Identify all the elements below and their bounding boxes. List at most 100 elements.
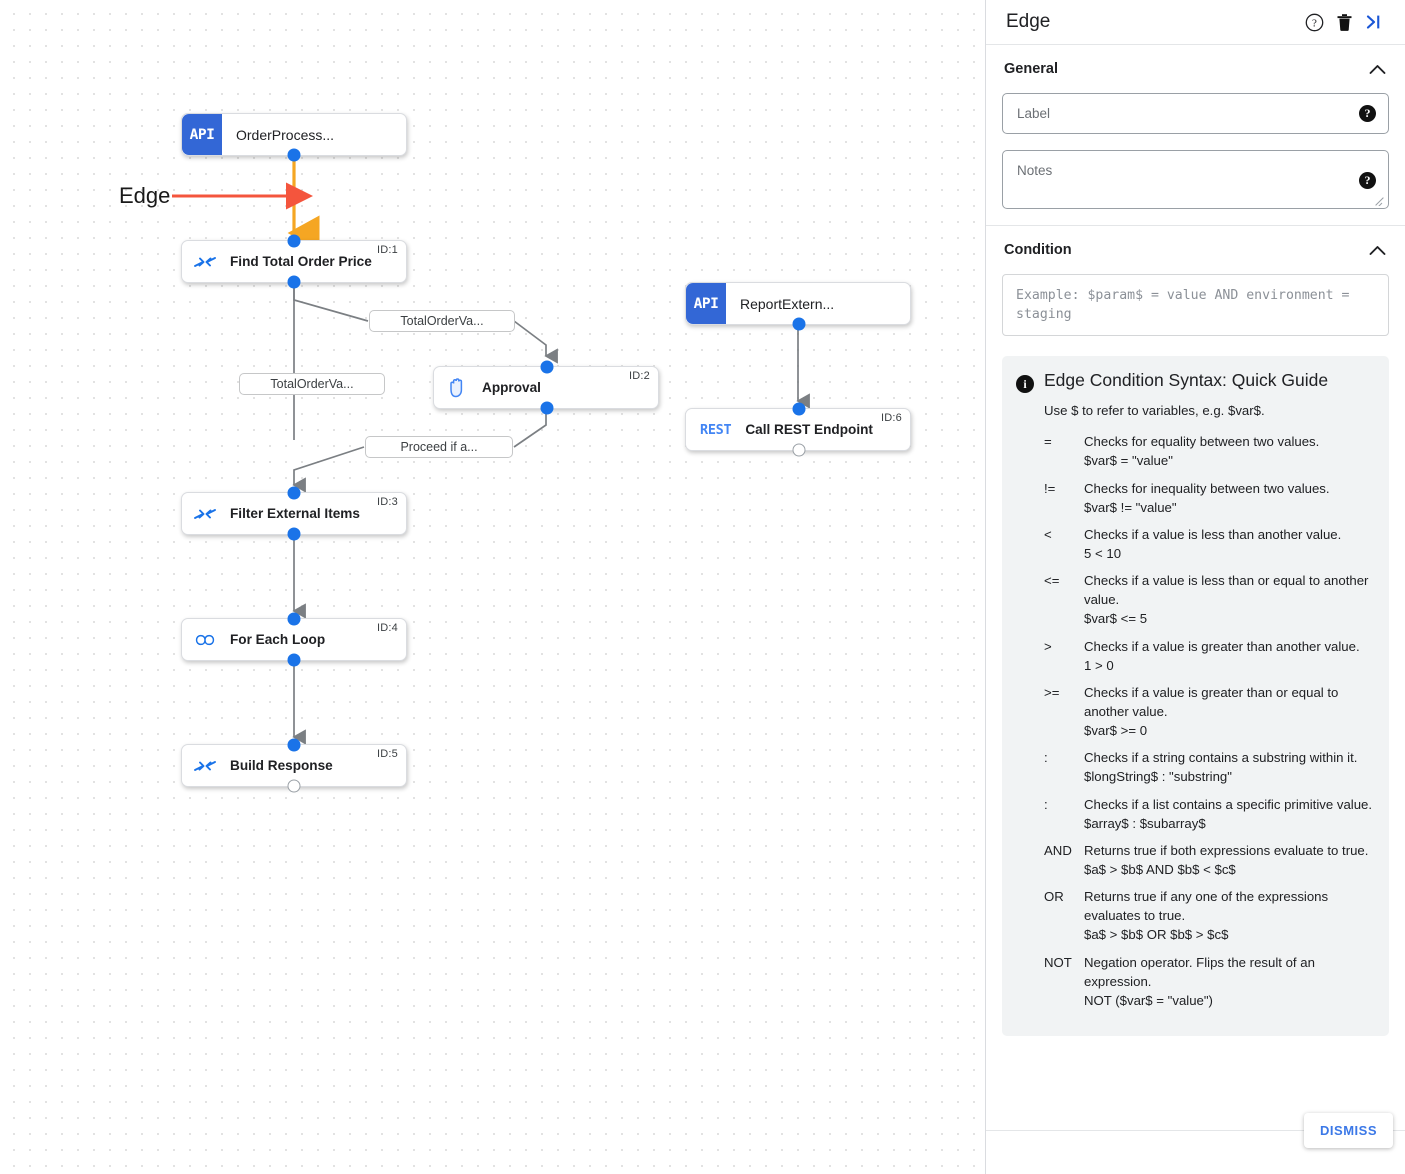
node-port-top[interactable]	[287, 486, 301, 500]
node-title: ReportExtern...	[740, 295, 835, 312]
node-port-bottom[interactable]	[287, 275, 301, 289]
node-port-bottom[interactable]	[287, 148, 301, 162]
merge-arrows-icon	[182, 254, 216, 270]
collapse-panel-icon[interactable]	[1359, 7, 1389, 37]
operator-description-text: Returns true if both expressions evaluat…	[1084, 842, 1369, 858]
section-general-header[interactable]: General	[1002, 45, 1389, 93]
operator-symbol: >	[1044, 638, 1052, 654]
operator-description: Checks if a value is greater than anothe…	[1084, 637, 1373, 675]
node-title: Find Total Order Price	[230, 254, 372, 269]
notes-field[interactable]: Notes ?	[1002, 150, 1389, 209]
operator-symbol: OR	[1044, 889, 1064, 905]
label-help-icon[interactable]: ?	[1359, 105, 1376, 122]
operator-symbol: :	[1044, 750, 1048, 766]
node-port-bottom[interactable]	[287, 653, 301, 667]
operator-symbol: <	[1044, 526, 1052, 542]
edge-properties-panel: Edge ?	[985, 0, 1405, 1174]
panel-footer: DISMISS	[986, 1113, 1405, 1174]
edge-connectors	[172, 156, 810, 745]
notes-resize-handle[interactable]	[1375, 196, 1385, 206]
node-reportextern[interactable]: API ReportExtern...	[685, 282, 911, 331]
operator-example: NOT ($var$ = "value")	[1084, 992, 1213, 1008]
node-id-label: ID:6	[881, 412, 902, 424]
node-for-each-loop[interactable]: For Each Loop ID:4	[181, 612, 407, 667]
node-port-bottom[interactable]	[287, 779, 301, 793]
trash-icon[interactable]	[1329, 7, 1359, 37]
node-find-total-order-price[interactable]: Find Total Order Price ID:1	[181, 234, 407, 289]
edge-label-chip[interactable]: Proceed if a...	[365, 436, 513, 458]
operator-description-text: Checks for inequality between two values…	[1084, 480, 1330, 496]
node-port-top[interactable]	[540, 360, 554, 374]
node-id-label: ID:1	[377, 244, 398, 256]
node-call-rest-endpoint[interactable]: REST Call REST Endpoint ID:6	[685, 402, 911, 457]
operator-example: $var$ >= 0	[1084, 723, 1148, 739]
node-port-bottom[interactable]	[540, 401, 554, 415]
section-divider	[986, 225, 1405, 226]
operator-description: Returns true if any one of the expressio…	[1084, 887, 1373, 944]
node-orderprocess[interactable]: API OrderProcess...	[181, 113, 407, 162]
dismiss-button[interactable]: DISMISS	[1304, 1113, 1393, 1148]
notes-field-placeholder: Notes	[1017, 163, 1053, 178]
operator-description: Checks for inequality between two values…	[1084, 479, 1373, 517]
node-approval[interactable]: Approval ID:2	[433, 360, 659, 415]
section-title: General	[1004, 61, 1058, 77]
guide-operator-row: !=Checks for inequality between two valu…	[1044, 479, 1373, 517]
operator-symbol: :	[1044, 796, 1048, 812]
operator-example: $var$ <= 5	[1084, 611, 1148, 627]
guide-operator-row: < Checks if a value is less than another …	[1044, 525, 1373, 563]
node-title: Filter External Items	[230, 506, 360, 521]
node-port-top[interactable]	[287, 738, 301, 752]
hand-icon	[434, 377, 468, 398]
chevron-up-icon[interactable]	[1367, 59, 1387, 79]
flow-canvas[interactable]: Edge API OrderProcess... Find Total Orde…	[0, 0, 985, 1174]
condition-syntax-guide: i Edge Condition Syntax: Quick Guide Use…	[1002, 356, 1389, 1036]
operator-description: Checks if a value is less than or equal …	[1084, 571, 1373, 628]
node-port-top[interactable]	[287, 612, 301, 626]
operator-symbol: AND	[1044, 842, 1072, 858]
guide-operator-row: >=Checks if a value is greater than or e…	[1044, 683, 1373, 740]
operator-description: Checks if a string contains a substring …	[1084, 748, 1373, 786]
panel-body: General Label ? Notes ?	[986, 45, 1405, 1130]
guide-operator-list: = Checks for equality between two values.…	[1044, 432, 1373, 1010]
help-circle-icon[interactable]: ?	[1299, 7, 1329, 37]
panel-header: Edge ?	[986, 0, 1405, 45]
guide-operator-row: : Checks if a string contains a substring…	[1044, 748, 1373, 786]
operator-example: $array$ : $subarray$	[1084, 815, 1206, 831]
condition-input[interactable]: Example: $param$ = value AND environment…	[1002, 274, 1389, 337]
section-condition-header[interactable]: Condition	[1002, 226, 1389, 274]
operator-description-text: Checks if a value is less than or equal …	[1084, 573, 1369, 608]
panel-title: Edge	[1006, 11, 1051, 32]
node-filter-external-items[interactable]: Filter External Items ID:3	[181, 486, 407, 541]
operator-description-text: Returns true if any one of the expressio…	[1084, 889, 1329, 924]
operator-example: 5 < 10	[1084, 545, 1122, 561]
node-id-label: ID:2	[629, 370, 650, 382]
guide-operator-row: > Checks if a value is greater than anoth…	[1044, 637, 1373, 675]
operator-description-text: Negation operator. Flips the result of a…	[1084, 954, 1315, 989]
chevron-up-icon[interactable]	[1367, 240, 1387, 260]
node-port-bottom[interactable]	[287, 527, 301, 541]
operator-symbol: =	[1044, 434, 1052, 450]
operator-description-text: Checks for equality between two values.	[1084, 434, 1320, 450]
rest-tag: REST	[700, 421, 732, 438]
api-badge: API	[182, 114, 222, 155]
node-title: Approval	[482, 380, 541, 395]
operator-example: 1 > 0	[1084, 657, 1114, 673]
node-port-bottom[interactable]	[792, 317, 806, 331]
node-build-response[interactable]: Build Response ID:5	[181, 738, 407, 793]
operator-description: Checks if a list contains a specific pri…	[1084, 795, 1373, 833]
operator-symbol: >=	[1044, 684, 1060, 700]
node-port-top[interactable]	[792, 402, 806, 416]
node-id-label: ID:4	[377, 622, 398, 634]
edge-label-chip[interactable]: TotalOrderVa...	[369, 310, 515, 332]
node-port-top[interactable]	[287, 234, 301, 248]
edge-label-chip[interactable]: TotalOrderVa...	[239, 373, 385, 395]
guide-operator-row: NOT Negation operator. Flips the result o…	[1044, 953, 1373, 1010]
label-field[interactable]: Label ?	[1002, 93, 1389, 134]
section-condition: Condition Example: $param$ = value AND e…	[986, 226, 1405, 1036]
node-port-bottom[interactable]	[792, 443, 806, 457]
node-title: For Each Loop	[230, 632, 326, 647]
guide-title: Edge Condition Syntax: Quick Guide	[1044, 370, 1329, 391]
operator-symbol: NOT	[1044, 954, 1072, 970]
operator-description: Checks if a value is less than another v…	[1084, 525, 1373, 563]
notes-help-icon[interactable]: ?	[1359, 172, 1376, 189]
